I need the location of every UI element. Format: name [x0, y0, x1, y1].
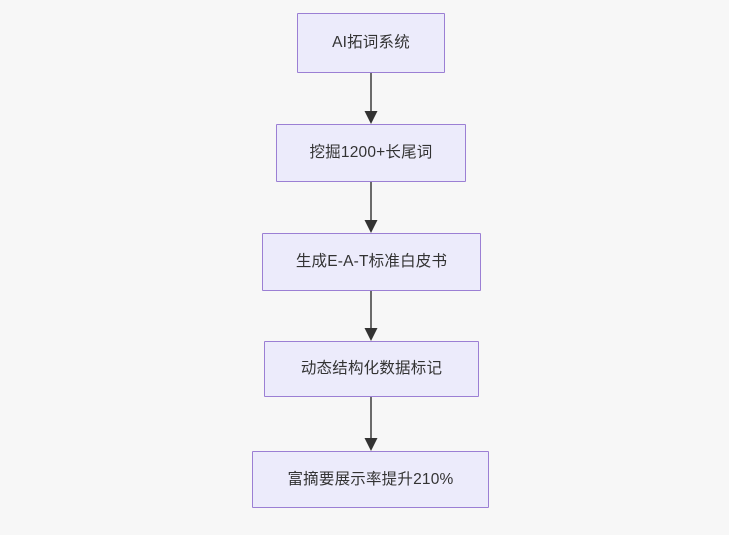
edge-n4-n5 — [364, 397, 378, 451]
flowchart-node-rich-snippet-result[interactable]: 富摘要展示率提升210% — [252, 451, 489, 508]
edge-n1-n2 — [364, 73, 378, 124]
edge-n3-n4 — [364, 291, 378, 341]
node-label: 挖掘1200+长尾词 — [309, 144, 433, 162]
flowchart-node-eat-whitepaper[interactable]: 生成E-A-T标准白皮书 — [262, 233, 481, 291]
node-label: 生成E-A-T标准白皮书 — [295, 253, 448, 271]
node-label: 富摘要展示率提升210% — [287, 470, 454, 488]
node-label: 动态结构化数据标记 — [300, 360, 443, 378]
flowchart-node-ai-keyword-system[interactable]: AI拓词系统 — [297, 13, 445, 73]
edge-n2-n3 — [364, 182, 378, 233]
flowchart-node-structured-data-markup[interactable]: 动态结构化数据标记 — [264, 341, 479, 397]
flowchart-node-longtail-keywords[interactable]: 挖掘1200+长尾词 — [276, 124, 466, 182]
node-label: AI拓词系统 — [332, 34, 410, 52]
